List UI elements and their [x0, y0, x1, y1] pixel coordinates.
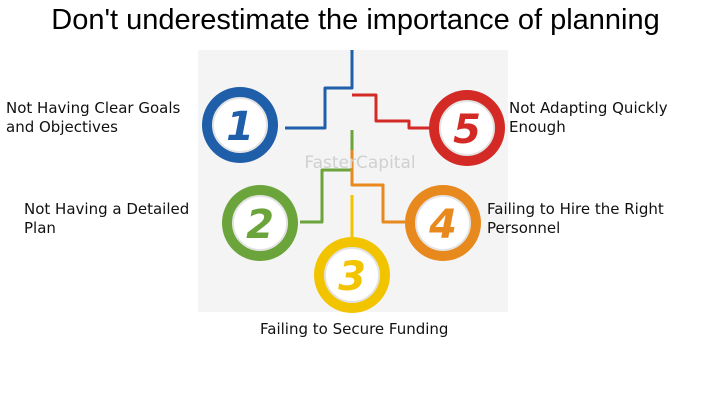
step-1-label-line2: and Objectives — [6, 118, 118, 136]
step-2-label: Not Having a Detailed Plan — [24, 200, 189, 238]
step-1-label: Not Having Clear Goals and Objectives — [6, 99, 180, 137]
step-3-label: Failing to Secure Funding — [260, 320, 448, 339]
connector-2 — [300, 130, 354, 224]
step-1-number: 1 — [226, 104, 254, 150]
step-3-label-line1: Failing to Secure Funding — [260, 320, 449, 338]
step-5-badge: 5 — [429, 90, 505, 166]
connector-4 — [350, 150, 405, 224]
step-2-label-line1: Not Having a Detailed — [24, 200, 190, 218]
step-2-number: 2 — [246, 202, 274, 248]
step-4-number: 4 — [428, 202, 457, 248]
step-1-badge: 1 — [202, 87, 278, 163]
step-5-label: Not Adapting Quickly Enough — [509, 99, 668, 137]
page-title: Don't underestimate the importance of pl… — [51, 4, 660, 36]
connector-1 — [285, 50, 354, 130]
step-5-label-line1: Not Adapting Quickly — [509, 99, 668, 117]
step-3-badge: 3 — [314, 237, 390, 313]
step-4-label-line2: Personnel — [487, 219, 561, 237]
step-3-number: 3 — [338, 254, 366, 300]
step-5-label-line2: Enough — [509, 118, 566, 136]
watermark: FasterCapital — [304, 153, 415, 173]
step-2-label-line2: Plan — [24, 219, 56, 237]
step-5-number: 5 — [453, 107, 481, 153]
step-4-badge: 4 — [405, 185, 481, 261]
step-2-badge: 2 — [222, 185, 298, 261]
step-4-label: Failing to Hire the Right Personnel — [487, 200, 664, 238]
connector-5 — [352, 93, 432, 130]
step-4-label-line1: Failing to Hire the Right — [487, 200, 664, 218]
step-1-label-line1: Not Having Clear Goals — [6, 99, 181, 117]
